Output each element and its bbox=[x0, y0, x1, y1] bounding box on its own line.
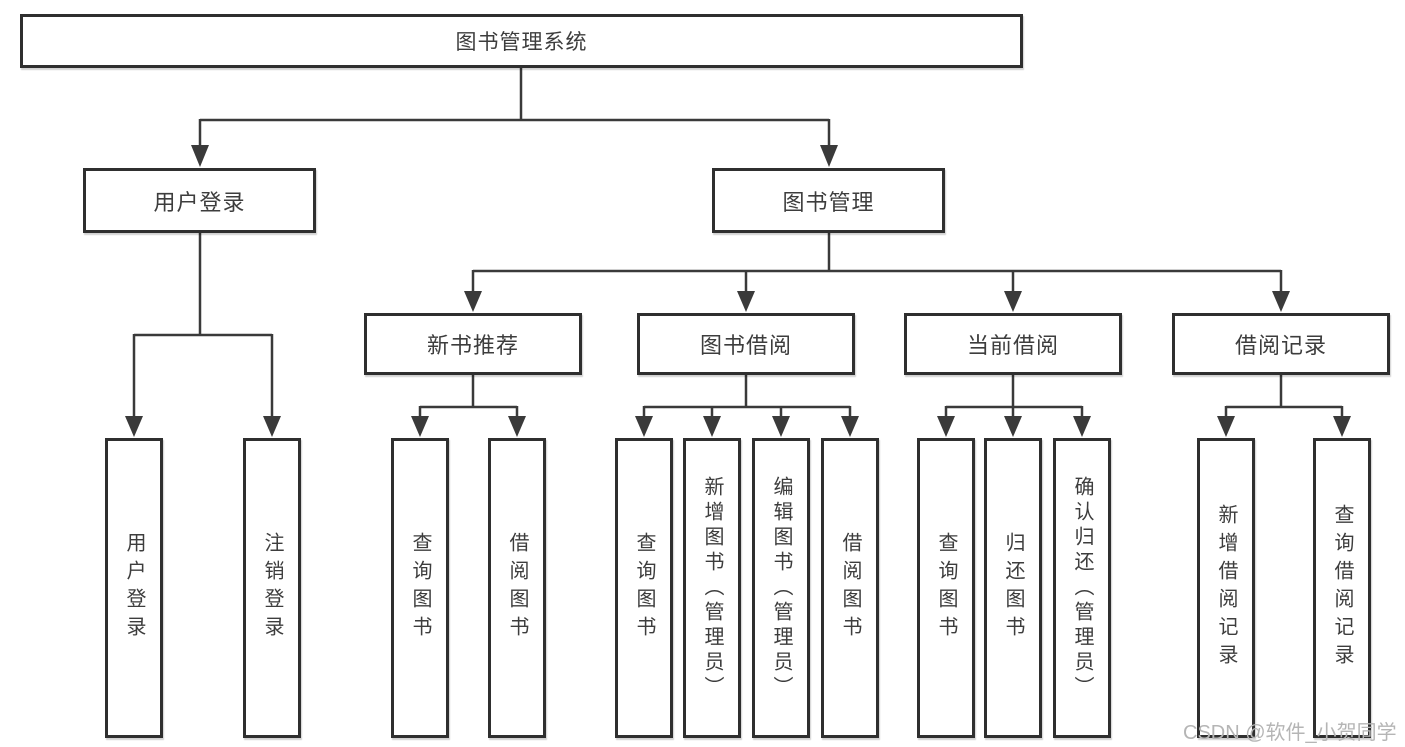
node-book-borrow: 图书借阅 bbox=[637, 313, 855, 375]
leaf-borrow-query-books: 查询图书 bbox=[615, 438, 673, 738]
leaf-borrow-books: 借阅图书 bbox=[821, 438, 879, 738]
leaf-query-borrow-record: 查询借阅记录 bbox=[1313, 438, 1371, 738]
leaf-add-books-admin: 新增图书（管理员） bbox=[683, 438, 741, 738]
leaf-recommend-query-books: 查询图书 bbox=[391, 438, 449, 738]
node-root: 图书管理系统 bbox=[20, 14, 1023, 68]
leaf-borrow-query-books-label: 查询图书 bbox=[633, 532, 655, 644]
node-borrow-records-label: 借阅记录 bbox=[1234, 333, 1327, 358]
leaf-logout: 注销登录 bbox=[243, 438, 301, 738]
node-user-login: 用户登录 bbox=[83, 168, 316, 233]
leaf-edit-books-admin-label: 编辑图书（管理员） bbox=[770, 475, 792, 701]
node-new-book-recommend: 新书推荐 bbox=[364, 313, 582, 375]
node-user-login-label: 用户登录 bbox=[153, 189, 246, 215]
leaf-confirm-return-admin-label: 确认归还（管理员） bbox=[1071, 475, 1093, 701]
leaf-user-login-label: 用户登录 bbox=[123, 532, 145, 644]
leaf-add-borrow-record: 新增借阅记录 bbox=[1197, 438, 1255, 738]
leaf-confirm-return-admin: 确认归还（管理员） bbox=[1053, 438, 1111, 738]
leaf-borrow-books-label: 借阅图书 bbox=[839, 532, 861, 644]
leaf-current-query-books-label: 查询图书 bbox=[935, 532, 957, 644]
node-book-management: 图书管理 bbox=[712, 168, 945, 233]
leaf-recommend-borrow-books: 借阅图书 bbox=[488, 438, 546, 738]
leaf-logout-label: 注销登录 bbox=[261, 532, 283, 644]
node-borrow-records: 借阅记录 bbox=[1172, 313, 1390, 375]
node-root-label: 图书管理系统 bbox=[455, 31, 588, 54]
leaf-recommend-query-books-label: 查询图书 bbox=[409, 532, 431, 644]
leaf-return-books-label: 归还图书 bbox=[1002, 532, 1024, 644]
leaf-return-books: 归还图书 bbox=[984, 438, 1042, 738]
leaf-user-login: 用户登录 bbox=[105, 438, 163, 738]
arrowheads bbox=[125, 145, 1351, 437]
node-book-management-label: 图书管理 bbox=[782, 189, 875, 215]
leaf-recommend-borrow-books-label: 借阅图书 bbox=[506, 532, 528, 644]
leaf-current-query-books: 查询图书 bbox=[917, 438, 975, 738]
leaf-add-borrow-record-label: 新增借阅记录 bbox=[1215, 504, 1237, 672]
node-new-book-recommend-label: 新书推荐 bbox=[426, 333, 519, 358]
node-current-borrow: 当前借阅 bbox=[904, 313, 1122, 375]
node-current-borrow-label: 当前借阅 bbox=[966, 333, 1059, 358]
leaf-edit-books-admin: 编辑图书（管理员） bbox=[752, 438, 810, 738]
leaf-add-books-admin-label: 新增图书（管理员） bbox=[701, 475, 723, 701]
leaf-query-borrow-record-label: 查询借阅记录 bbox=[1331, 504, 1353, 672]
node-book-borrow-label: 图书借阅 bbox=[699, 333, 792, 358]
